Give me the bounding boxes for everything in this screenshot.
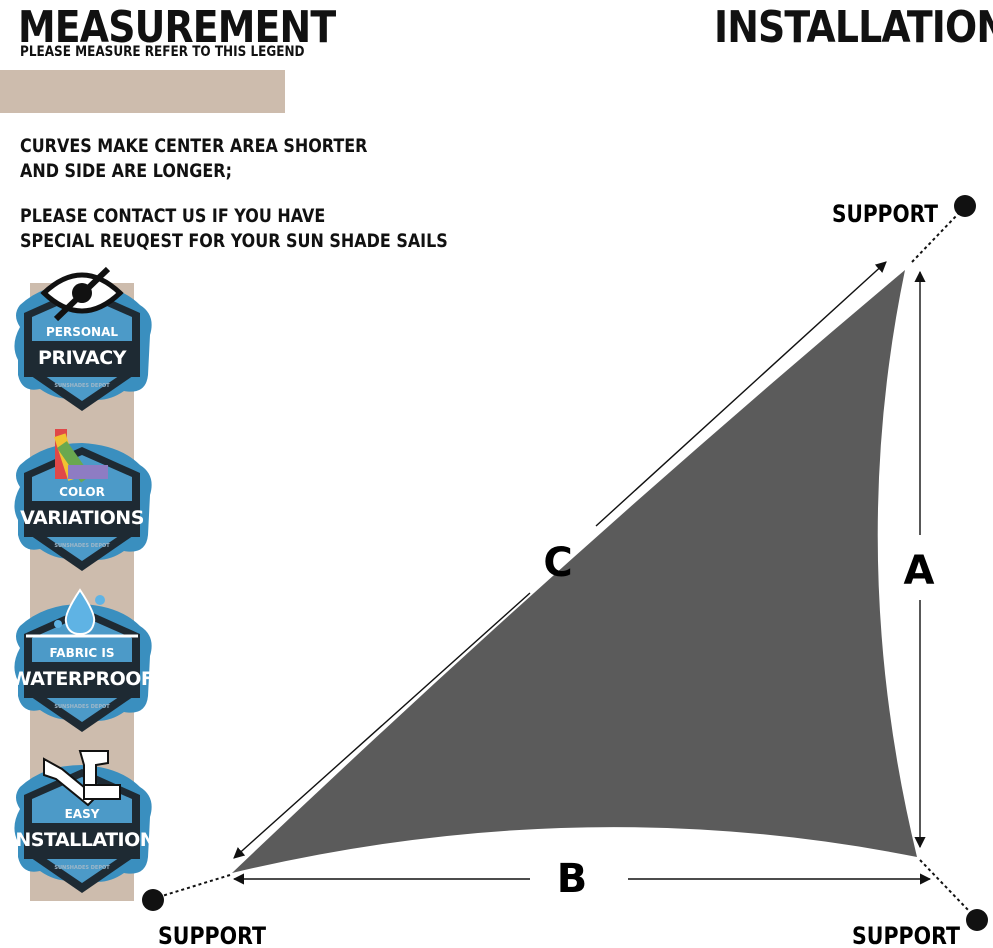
badge-color-small: COLOR [59,485,105,499]
label-b: B [557,856,588,902]
badge-installation: EASY INSTALLATION SUNSHADES DEPOT [0,747,156,893]
measurement-subtitle: PLEASE MEASURE REFER TO THIS LEGEND [20,44,305,60]
support-label-top: SUPPORT [832,200,939,228]
support-anchor-top [954,195,976,217]
legend-bar [0,70,285,113]
badge-waterproof-small: FABRIC IS [49,646,115,660]
measurement-title: MEASUREMENT [18,2,336,53]
badge-privacy-small: PERSONAL [45,325,119,339]
water-drop-icon [54,588,105,636]
eye-slash-icon [40,266,124,322]
badge-waterproof-brand: SUNSHADES DEPOT [54,704,110,710]
support-anchor-bottom-left [142,889,164,911]
label-a: A [904,548,935,594]
badge-privacy-brand: SUNSHADES DEPOT [54,383,110,389]
label-c: C [543,540,572,586]
support-label-bottom-right: SUPPORT [852,922,961,948]
color-swatch-icon [54,429,108,483]
dimension-c-upper [595,261,887,527]
badge-installation-brand: SUNSHADES DEPOT [54,865,110,871]
support-label-bottom-left: SUPPORT [158,922,267,948]
badge-installation-small: EASY [64,807,100,821]
badge-waterproof: FABRIC IS WATERPROOF SUNSHADES DEPOT [0,586,154,732]
badge-waterproof-big: WATERPROOF [10,668,154,690]
badge-color-brand: SUNSHADES DEPOT [54,543,110,549]
shade-sail [232,270,917,873]
note-curves: CURVES MAKE CENTER AREA SHORTER AND SIDE… [20,135,368,182]
installation-title: INSTALLATION [714,2,993,53]
tension-line-top [911,213,959,263]
tension-line-bottom-left [161,874,231,897]
badge-color-big: VARIATIONS [20,507,144,529]
dimension-c-lower [233,592,531,859]
tools-icon [43,750,121,807]
support-anchor-bottom-right [966,909,988,931]
note-contact: PLEASE CONTACT US IF YOU HAVE SPECIAL RE… [20,205,448,252]
badge-color: COLOR VARIATIONS SUNSHADES DEPOT [0,425,152,571]
badge-installation-big: INSTALLATION [8,829,156,851]
tension-line-bottom-right [919,859,971,913]
badge-privacy-big: PRIVACY [38,347,126,369]
badge-privacy: PERSONAL PRIVACY SUNSHADES DEPOT [0,265,152,411]
